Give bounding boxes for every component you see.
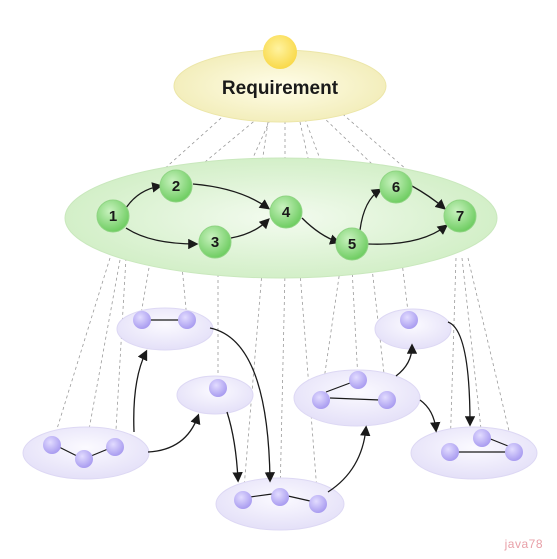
subgraph-node — [133, 311, 151, 329]
svg-text:7: 7 — [456, 208, 464, 225]
subgraph-flow-arrows — [133, 321, 476, 493]
subgraph-node — [441, 443, 459, 461]
watermark-text: java78 — [504, 537, 543, 551]
svg-text:5: 5 — [348, 236, 356, 253]
requirement-label: Requirement — [222, 78, 339, 99]
svg-text:2: 2 — [172, 178, 180, 195]
subgraph-node — [349, 371, 367, 389]
requirement-node: Requirement — [173, 35, 387, 123]
workflow-node-7: 7 — [443, 199, 477, 233]
subgraph-node — [400, 311, 418, 329]
workflow-node-2: 2 — [159, 169, 193, 203]
workflow-node-1: 1 — [96, 199, 130, 233]
subgraph-node — [178, 311, 196, 329]
subgraph-node — [271, 488, 289, 506]
subgraph-nodes — [43, 311, 523, 513]
subgraph-inner-edges — [58, 319, 509, 502]
svg-text:3: 3 — [211, 234, 219, 251]
workflow-node-6: 6 — [379, 170, 413, 204]
subgraph-node — [505, 443, 523, 461]
subgraph-node — [378, 391, 396, 409]
subgraph-node — [473, 429, 491, 447]
subgraph-node — [75, 450, 93, 468]
sun-icon — [263, 35, 297, 69]
subgraph-node — [312, 391, 330, 409]
subgraph-node — [106, 438, 124, 456]
subgraph-node — [309, 495, 327, 513]
subgraph-plate-a — [116, 307, 214, 351]
subgraph-plate-f — [410, 426, 538, 480]
svg-text:4: 4 — [282, 204, 291, 221]
svg-text:1: 1 — [109, 208, 117, 225]
subgraph-plate-d — [293, 369, 421, 427]
subgraph-node — [234, 491, 252, 509]
subgraph-node — [43, 436, 61, 454]
subgraph-node — [209, 379, 227, 397]
svg-text:6: 6 — [392, 179, 400, 196]
workflow-node-4: 4 — [269, 195, 303, 229]
workflow-edges — [125, 182, 449, 250]
workflow-node-3: 3 — [198, 225, 232, 259]
workflow-node-5: 5 — [335, 227, 369, 261]
